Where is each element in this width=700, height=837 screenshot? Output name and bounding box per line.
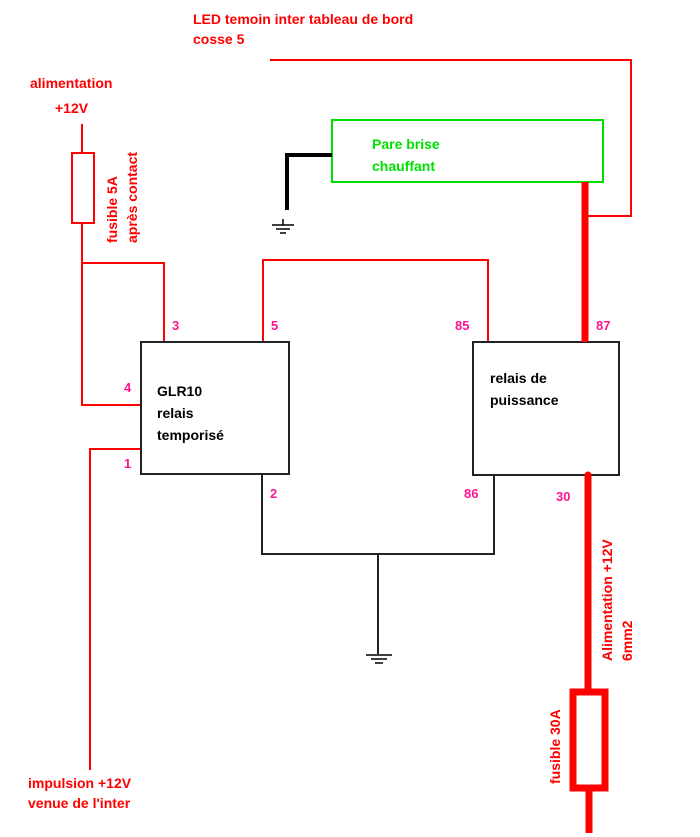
pin-label-2: 2 <box>270 486 277 501</box>
power-label-line1: Alimentation +12V <box>599 539 615 661</box>
ground-icon-windshield <box>272 219 294 234</box>
fuse-5a <box>71 152 95 224</box>
fuse5-label-line1: fusible 5A <box>104 176 120 243</box>
fuse-30a <box>569 688 609 792</box>
supply-wire-to-pin3-pin4 <box>81 223 141 406</box>
pin-label-5: 5 <box>271 318 278 333</box>
pin-label-85: 85 <box>455 318 469 333</box>
ground-icon-main <box>366 654 392 664</box>
impulse-wire <box>89 448 141 770</box>
impulse-label-line2: venue de l'inter <box>28 795 131 811</box>
power-relay-line1: relais de <box>490 370 547 386</box>
windshield-ground-wire <box>285 153 332 210</box>
alim-label-line2: +12V <box>55 100 89 116</box>
pin-label-87: 87 <box>596 318 610 333</box>
glr10-line3: temporisé <box>157 427 224 443</box>
ground-bus <box>261 474 495 555</box>
pin-label-30: 30 <box>556 489 570 504</box>
pin-label-1: 1 <box>124 456 131 471</box>
fuse5-label-line2: après contact <box>124 152 140 243</box>
glr10-relay-box <box>140 341 290 475</box>
windshield-line1: Pare brise <box>372 136 440 152</box>
pin-label-3: 3 <box>172 318 179 333</box>
led-indicator-wire <box>270 59 632 217</box>
glr10-title: GLR10 <box>157 383 202 399</box>
power-relay-box <box>472 341 620 476</box>
pin-label-86: 86 <box>464 486 478 501</box>
pin-label-4: 4 <box>124 380 132 395</box>
windshield-line2: chauffant <box>372 158 435 174</box>
fuse30-label: fusible 30A <box>547 709 563 784</box>
windshield-box <box>331 119 604 183</box>
wire-pin5-to-pin85 <box>262 259 489 342</box>
alim-label-line1: alimentation <box>30 75 112 91</box>
power-relay-line2: puissance <box>490 392 559 408</box>
led-label-line2: cosse 5 <box>193 31 245 47</box>
power-label-line2: 6mm2 <box>619 620 635 661</box>
impulse-label-line1: impulsion +12V <box>28 775 132 791</box>
led-label-line1: LED temoin inter tableau de bord <box>193 11 413 27</box>
supply-wire-pin3 <box>82 262 165 342</box>
glr10-line2: relais <box>157 405 194 421</box>
